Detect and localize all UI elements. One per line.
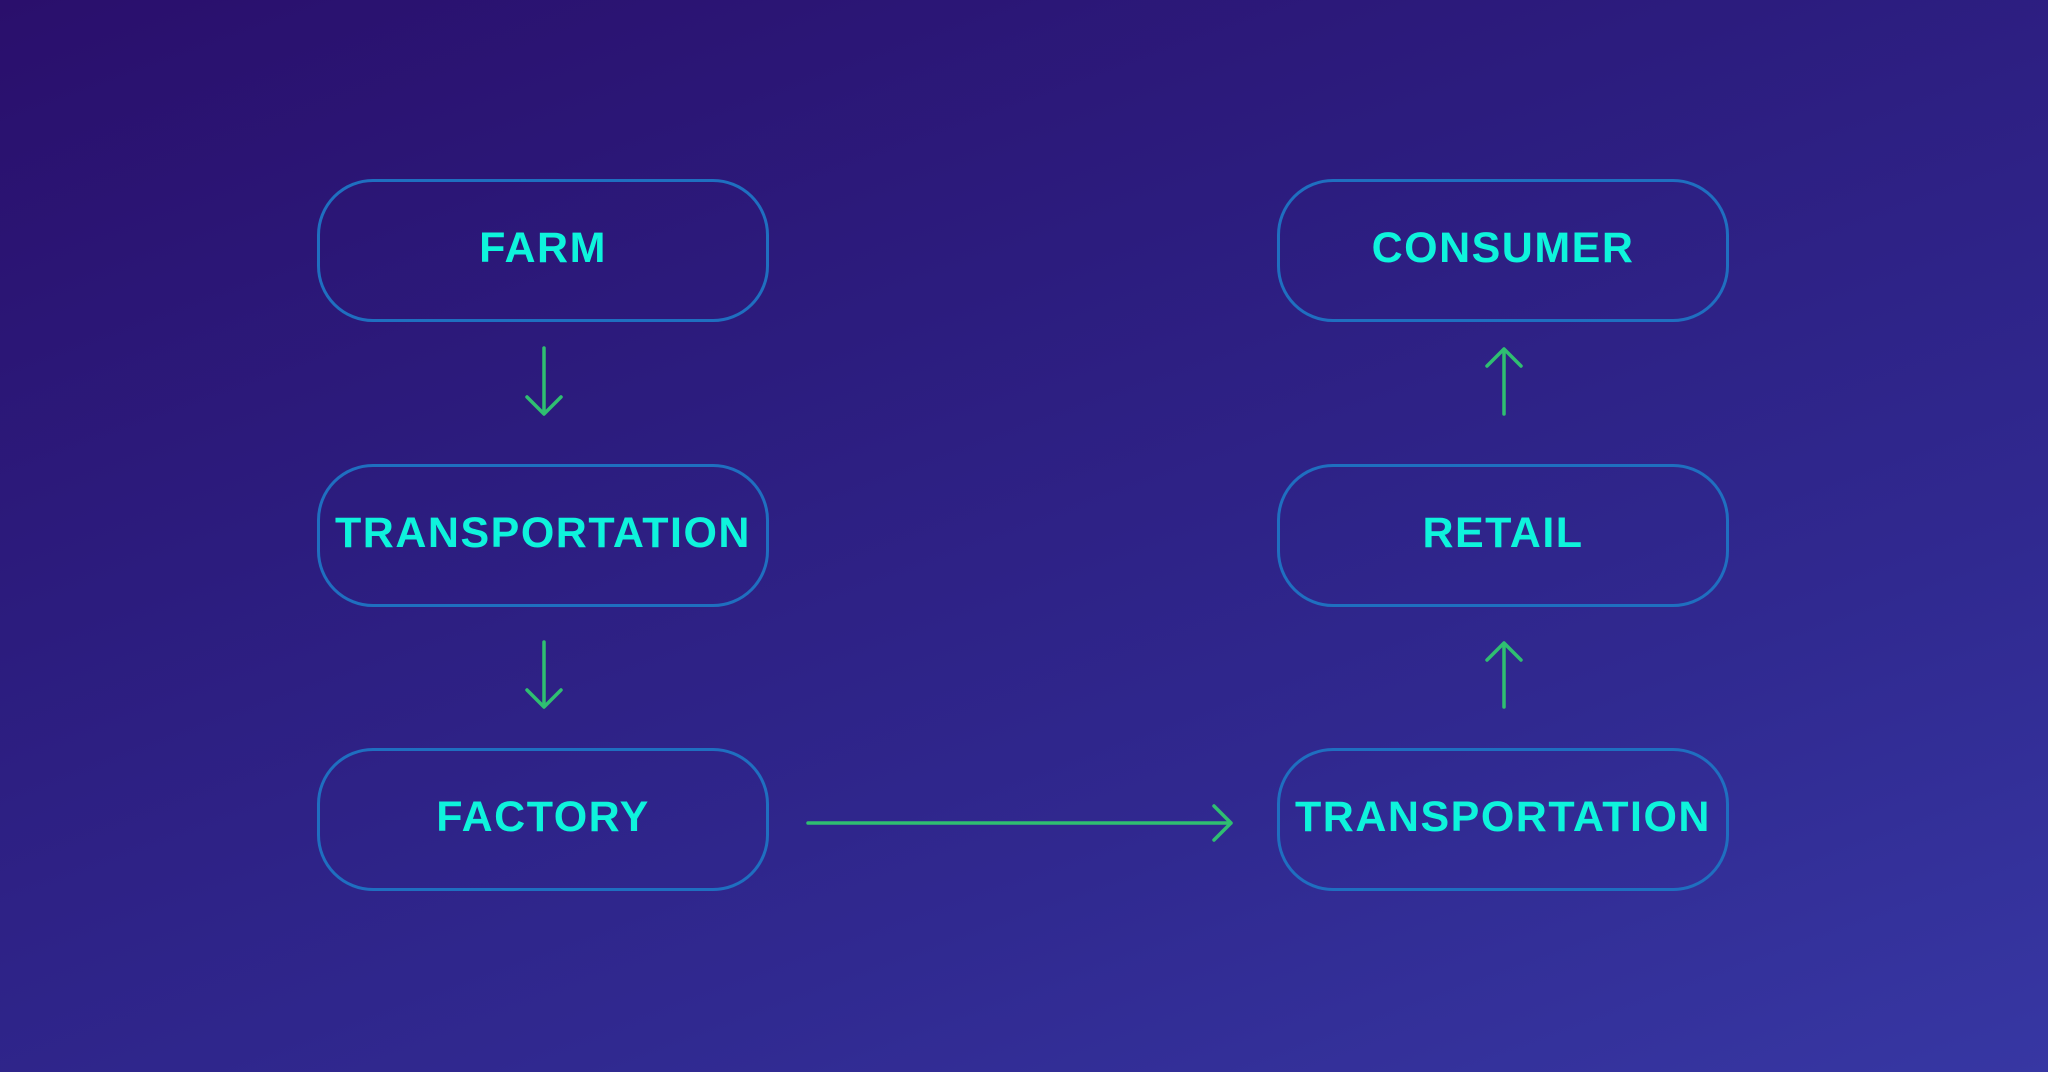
node-consumer: CONSUMER	[1277, 179, 1729, 322]
node-factory: FACTORY	[317, 748, 769, 891]
node-retail: RETAIL	[1277, 464, 1729, 607]
arrow-up-icon	[1485, 641, 1523, 709]
arrow-down-icon	[525, 346, 563, 416]
node-label: TRANSPORTATION	[335, 509, 751, 557]
node-label: CONSUMER	[1371, 224, 1635, 272]
node-transportation-2: TRANSPORTATION	[1277, 748, 1729, 891]
node-transportation-1: TRANSPORTATION	[317, 464, 769, 607]
node-label: FARM	[479, 224, 607, 272]
arrow-up-icon	[1485, 347, 1523, 416]
node-label: FACTORY	[436, 793, 650, 841]
node-farm: FARM	[317, 179, 769, 322]
node-label: RETAIL	[1422, 509, 1584, 557]
arrow-down-icon	[525, 640, 563, 709]
arrow-right-icon	[806, 804, 1233, 842]
node-label: TRANSPORTATION	[1295, 793, 1711, 841]
